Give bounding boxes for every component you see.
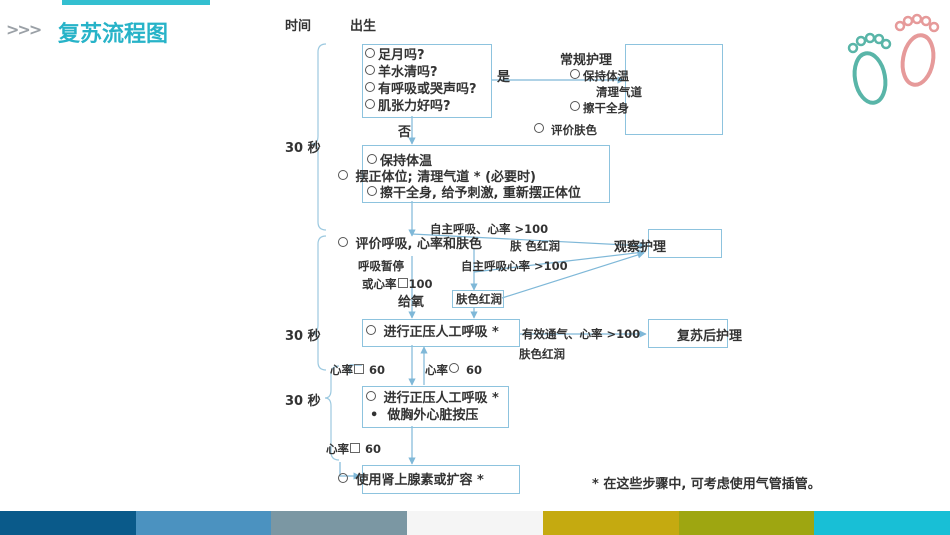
column-birth: 出生 <box>350 19 377 34</box>
clock-icon <box>367 186 377 196</box>
stripe-4 <box>407 511 543 535</box>
time-label-1: 30 秒 <box>285 141 321 156</box>
no-label: 否 <box>398 125 412 140</box>
hr-bottom-label: 心率 60 <box>326 442 382 456</box>
clock-icon <box>570 69 580 79</box>
question-breathing-crying: 有呼吸或哭声吗? <box>365 81 477 98</box>
clock-icon <box>365 82 375 92</box>
greater-equal-symbol-icon <box>449 363 459 373</box>
page-title: 复苏流程图 <box>58 22 169 47</box>
time-label-3: 30 秒 <box>285 394 321 409</box>
skin-pink-box <box>452 290 504 308</box>
clock-icon <box>338 473 348 483</box>
skin-pink-box-label: 肤色红润 <box>456 292 502 306</box>
top-accent-bar <box>62 0 210 5</box>
skin-pink-label-a: 肤 色红润 <box>510 239 561 253</box>
footnote: * 在这些步骤中, 可考虑使用气管插管。 <box>592 477 821 492</box>
routine-care-title: 常规护理 <box>560 53 613 68</box>
clock-icon <box>366 325 376 335</box>
less-than-symbol-icon <box>354 364 364 374</box>
routine-care-box <box>625 44 723 135</box>
question-amniotic-clear: 羊水清吗? <box>365 64 438 81</box>
initial-steps-box <box>362 145 610 203</box>
step-position-airway: 摆正体位; 清理气道 * (必要时) <box>338 169 536 186</box>
step-dry-stimulate: 擦干全身, 给予刺激, 重新摆正体位 <box>367 185 581 202</box>
post-resuscitation-label: 复苏后护理 <box>677 329 743 344</box>
ppv-repeat-step: 进行正压人工呼吸 * <box>366 390 499 407</box>
epinephrine-box <box>362 465 520 494</box>
less-than-symbol-icon <box>397 278 408 288</box>
cpr-box <box>362 386 509 428</box>
clock-icon <box>338 237 348 247</box>
evaluate-step: 评价呼吸, 心率和肤色 <box>338 236 482 253</box>
effective-ventilation-label: 有效通气、心率 >100 <box>522 327 641 341</box>
column-time: 时间 <box>285 19 312 34</box>
clock-icon <box>367 154 377 164</box>
routine-item-warmth: 保持体温 <box>570 68 629 84</box>
routine-eval-skin: 评价肤色 <box>534 122 597 138</box>
stripe-7 <box>814 511 950 535</box>
bullet-icon: • <box>370 408 379 423</box>
clock-icon <box>365 48 375 58</box>
time-label-2: 30 秒 <box>285 329 321 344</box>
post-resuscitation-box <box>648 319 728 348</box>
question-muscle-tone: 肌张力好吗? <box>365 98 451 115</box>
step-keep-warm: 保持体温 <box>367 153 432 170</box>
less-than-symbol-icon <box>350 443 360 453</box>
chest-compression-step: • 做胸外心脏按压 <box>370 408 479 423</box>
question-full-term: 足月吗? <box>365 47 425 64</box>
oxygen-label: 给氧 <box>398 295 425 310</box>
ppv-step: 进行正压人工呼吸 * <box>366 324 499 341</box>
stripe-3 <box>271 511 408 535</box>
clock-icon <box>570 101 580 111</box>
baby-feet-icon <box>847 13 940 105</box>
stripe-2 <box>135 511 272 535</box>
hr-left-label: 心率 60 <box>330 363 386 377</box>
observe-care-label: 观察护理 <box>614 240 667 255</box>
clock-icon <box>534 123 544 133</box>
routine-item-dry: 擦干全身 <box>570 100 629 116</box>
clock-icon <box>365 99 375 109</box>
clock-icon <box>338 170 348 180</box>
observe-care-box <box>648 229 722 258</box>
hr-mid-label: 心率 60 <box>425 363 483 377</box>
stripe-1 <box>0 511 136 535</box>
bottom-color-stripes <box>0 511 950 535</box>
stripe-6 <box>678 511 815 535</box>
initial-assessment-box <box>362 44 492 118</box>
clock-icon <box>365 65 375 75</box>
epinephrine-step: 使用肾上腺素或扩容 * <box>338 472 484 489</box>
chevrons-icon: >>> <box>6 20 42 39</box>
yes-label: 是 <box>497 70 511 85</box>
apnea-label: 呼吸暂停 <box>358 259 404 273</box>
branch-spontaneous-hr: 自主呼吸、心率 >100 <box>430 222 549 236</box>
routine-item-airway: 清理气道 <box>596 85 642 99</box>
clock-icon <box>366 391 376 401</box>
ppv-box <box>362 319 520 347</box>
stripe-5 <box>542 511 679 535</box>
effective-skin-pink-label: 肤色红润 <box>519 347 565 361</box>
spontaneous-hr-label: 自主呼吸心率 >100 <box>461 259 568 273</box>
